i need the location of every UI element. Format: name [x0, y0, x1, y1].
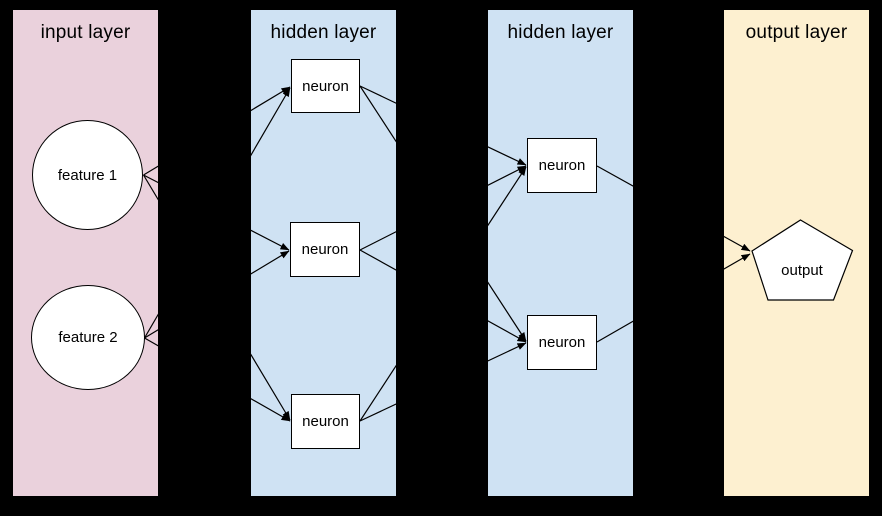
- node-hidden1-neuron-3-label: neuron: [302, 413, 349, 430]
- node-feature-1-label: feature 1: [57, 166, 118, 184]
- node-hidden2-neuron-1-label: neuron: [538, 157, 586, 174]
- node-hidden1-neuron-3: neuron: [291, 394, 360, 449]
- layer-title-hidden-1: hidden layer: [270, 22, 377, 43]
- node-feature-2: feature 2: [31, 285, 145, 390]
- node-output-pentagon: [751, 219, 854, 301]
- layer-title-output: output layer: [745, 22, 848, 43]
- node-hidden2-neuron-1: neuron: [527, 138, 597, 193]
- node-hidden1-neuron-1: neuron: [291, 59, 360, 113]
- layer-panel-input: input layer: [13, 10, 158, 496]
- node-hidden1-neuron-2: neuron: [290, 222, 360, 277]
- node-output-label: output: [781, 262, 823, 279]
- layer-title-hidden-2: hidden layer: [507, 22, 614, 43]
- layer-panel-hidden-2: hidden layer: [488, 10, 633, 496]
- node-hidden2-neuron-2-label: neuron: [538, 334, 586, 351]
- layer-title-input: input layer: [40, 22, 131, 43]
- node-hidden1-neuron-1-label: neuron: [302, 77, 349, 95]
- node-hidden2-neuron-2: neuron: [527, 315, 597, 370]
- node-feature-2-label: feature 2: [58, 329, 118, 346]
- node-feature-1: feature 1: [32, 120, 143, 230]
- node-hidden1-neuron-2-label: neuron: [301, 241, 349, 258]
